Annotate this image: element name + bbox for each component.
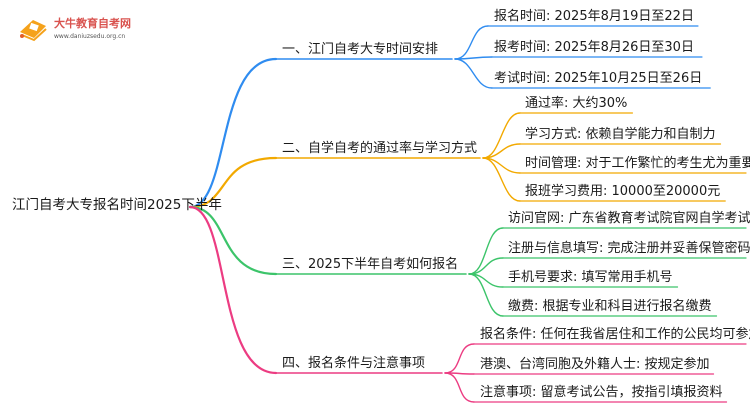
branch-2-curve xyxy=(188,156,278,209)
branch-2-item-4: 报班学习费用: 10000至20000元 xyxy=(525,184,721,199)
branch-1-item-3: 考试时间: 2025年10月25日至26日 xyxy=(494,71,703,86)
branch-2-item-2: 学习方式: 依赖自学能力和自制力 xyxy=(525,127,716,142)
branch-3-item-4-curve xyxy=(468,273,504,317)
book-icon xyxy=(20,20,47,42)
branch-4-label: 四、报名条件与注意事项 xyxy=(282,356,426,371)
branch-2-item-1-curve xyxy=(482,112,521,159)
branch-2-item-4-curve xyxy=(482,157,521,202)
branch-2-item-1: 通过率: 大约30% xyxy=(525,96,628,111)
branch-3-item-2-curve xyxy=(468,257,504,275)
branch-3-curve xyxy=(188,205,278,276)
branch-2-label: 二、自学自考的通过率与学习方式 xyxy=(282,141,478,156)
brand-logo: 大牛教育自考网 www.daniuzsedu.org.cn xyxy=(14,12,174,48)
root-topic: 江门自考大专报名时间2025下半年 xyxy=(12,197,222,213)
branch-3-item-3: 手机号要求: 填写常用手机号 xyxy=(508,270,673,285)
branch-1-item-3-curve xyxy=(454,58,493,89)
branch-3-item-1-curve xyxy=(468,227,504,275)
branch-3-item-4: 缴费: 根据专业和科目进行报名缴费 xyxy=(508,299,712,314)
branch-1-item-2: 报考时间: 2025年8月26日至30日 xyxy=(494,40,694,55)
branch-4-item-2: 港澳、台湾同胞及外籍人士: 按规定参加 xyxy=(480,357,710,372)
branch-1-curve xyxy=(188,57,278,209)
branch-3-item-2: 注册与信息填写: 完成注册并妥善保管密码 xyxy=(508,241,750,256)
branch-2-item-3: 时间管理: 对于工作繁忙的考生尤为重要 xyxy=(525,156,750,171)
branch-3-label: 三、2025下半年自考如何报名 xyxy=(282,257,459,272)
branch-1-item-1: 报名时间: 2025年8月19日至22日 xyxy=(494,9,694,24)
branch-4-item-1-curve xyxy=(444,343,475,374)
branch-1-item-1-curve xyxy=(454,25,489,60)
brand-url: www.daniuzsedu.org.cn xyxy=(54,33,126,40)
branch-4-curve xyxy=(188,205,278,375)
brand-name: 大牛教育自考网 xyxy=(54,17,131,30)
branch-4-item-3-curve xyxy=(444,372,475,403)
branch-4-item-1: 报名条件: 任何在我省居住和工作的公民均可参加 xyxy=(480,327,750,342)
branch-4-item-3: 注意事项: 留意考试公告，按指引填报资料 xyxy=(480,385,723,400)
branch-3-item-1: 访问官网: 广东省教育考试院官网自学考试栏目 xyxy=(508,211,750,226)
branch-1-label: 一、江门自考大专时间安排 xyxy=(282,42,439,57)
